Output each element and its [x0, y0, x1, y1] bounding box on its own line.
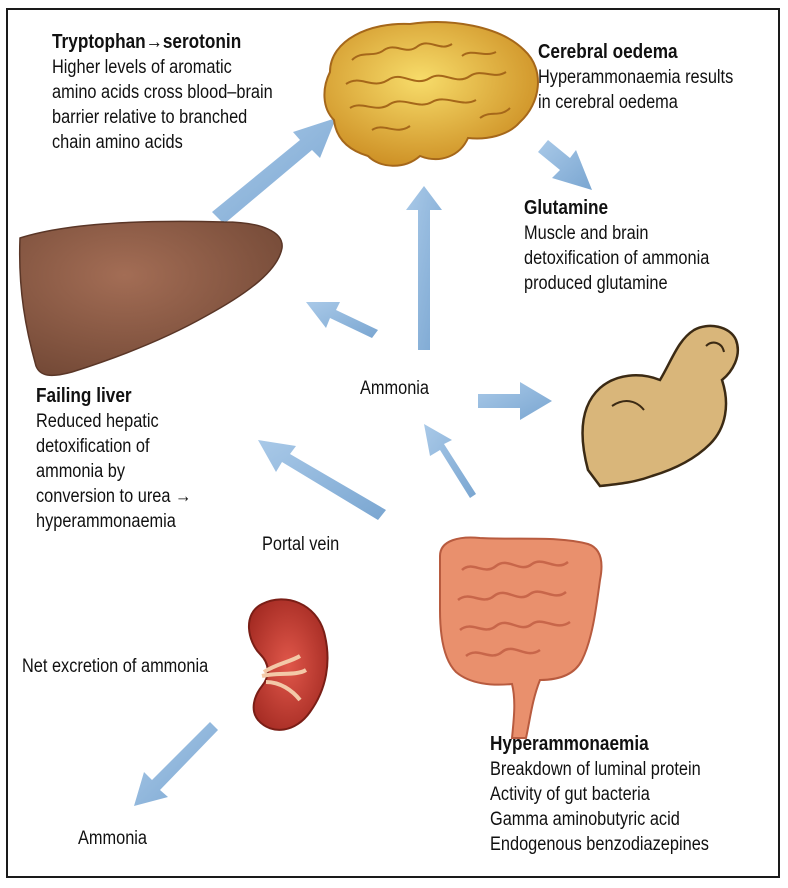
arrow-brain-to-glutamine — [538, 140, 592, 190]
kidney-illustration — [249, 599, 328, 730]
glutamine-block: Glutamine Muscle and brain detoxificatio… — [524, 196, 709, 296]
muscle-illustration — [582, 326, 737, 486]
tryptophan-block: Tryptophan→serotonin Higher levels of ar… — [52, 30, 273, 155]
hyperammonaemia-block: Hyperammonaemia Breakdown of luminal pro… — [490, 732, 709, 857]
hyperammonaemia-line: Activity of gut bacteria — [490, 782, 709, 807]
hyperammonaemia-line: Endogenous benzodiazepines — [490, 832, 709, 857]
arrow-portal-vein-to-liver — [258, 440, 386, 520]
hyperammonaemia-line: Breakdown of luminal protein — [490, 757, 709, 782]
failing-liver-heading: Failing liver — [36, 384, 191, 409]
glutamine-line: Muscle and brain — [524, 221, 709, 246]
intestines-illustration — [440, 538, 602, 738]
tryptophan-line: amino acids cross blood–brain — [52, 80, 273, 105]
tryptophan-line: barrier relative to branched — [52, 105, 273, 130]
tryptophan-line: chain amino acids — [52, 130, 273, 155]
cerebral-oedema-heading: Cerebral oedema — [538, 40, 733, 65]
tryptophan-heading: Tryptophan→serotonin — [52, 30, 273, 55]
glutamine-line: produced glutamine — [524, 271, 709, 296]
brain-illustration — [324, 22, 538, 166]
arrow-ammonia-to-brain — [406, 186, 442, 350]
arrow-ammonia-to-muscle — [478, 382, 552, 420]
hyperammonaemia-line: Gamma aminobutyric acid — [490, 807, 709, 832]
arrow-kidney-to-ammonia — [134, 722, 218, 806]
failing-liver-line: Reduced hepatic — [36, 409, 191, 434]
failing-liver-block: Failing liver Reduced hepatic detoxifica… — [36, 384, 191, 534]
net-excretion-label: Net excretion of ammonia — [22, 654, 208, 679]
glutamine-heading: Glutamine — [524, 196, 709, 221]
portal-vein-label: Portal vein — [262, 532, 339, 557]
cerebral-oedema-line: in cerebral oedema — [538, 90, 733, 115]
failing-liver-line: detoxification of — [36, 434, 191, 459]
ammonia-center-label: Ammonia — [360, 376, 429, 401]
ammonia-bottom-label: Ammonia — [78, 826, 147, 851]
failing-liver-line: hyperammonaemia — [36, 509, 191, 534]
cerebral-oedema-block: Cerebral oedema Hyperammonaemia results … — [538, 40, 733, 115]
failing-liver-line: conversion to urea → — [36, 484, 191, 509]
liver-illustration — [20, 221, 282, 375]
arrow-ammonia-to-liver — [306, 302, 378, 338]
arrow-gut-to-ammonia — [424, 424, 476, 498]
hyperammonaemia-heading: Hyperammonaemia — [490, 732, 709, 757]
cerebral-oedema-line: Hyperammonaemia results — [538, 65, 733, 90]
glutamine-line: detoxification of ammonia — [524, 246, 709, 271]
failing-liver-line: ammonia by — [36, 459, 191, 484]
tryptophan-line: Higher levels of aromatic — [52, 55, 273, 80]
